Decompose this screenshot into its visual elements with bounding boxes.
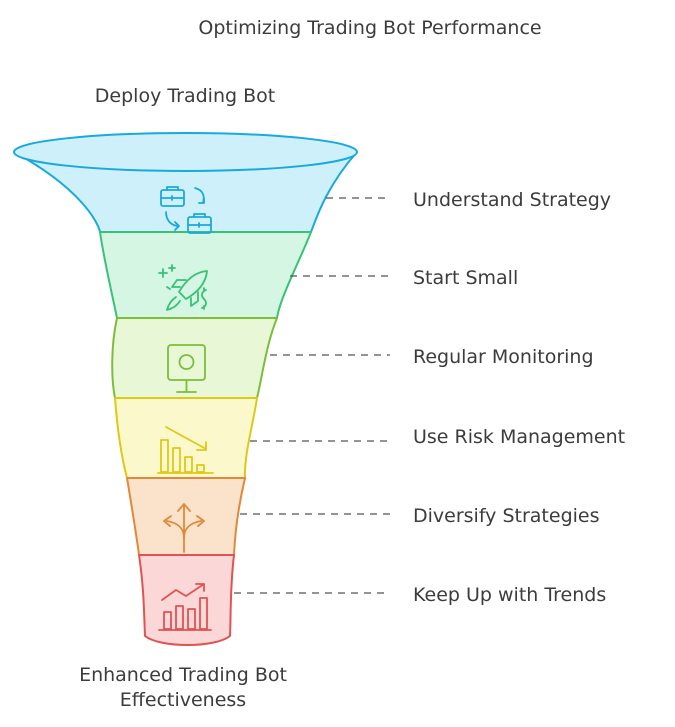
stage-labels: Understand Strategy Start Small Regular …: [413, 189, 625, 606]
funnel-bottom-label: Enhanced Trading Bot Effectiveness: [79, 664, 287, 711]
rocket-icon: [158, 264, 208, 311]
rising-chart-icon: [158, 583, 212, 631]
bottom-label-line-1: Enhanced Trading Bot: [79, 664, 287, 686]
stage-label-5: Diversify Strategies: [413, 505, 600, 527]
funnel-band-3: [111, 317, 278, 399]
stage-label-2: Start Small: [413, 267, 518, 289]
declining-chart-icon: [157, 426, 214, 474]
funnel-top-label: Deploy Trading Bot: [95, 85, 275, 107]
stage-connectors: [234, 197, 390, 594]
funnel-band-6: [138, 554, 235, 646]
funnel-rim: [13, 132, 358, 172]
funnel-body: [13, 132, 358, 646]
stage-label-1: Understand Strategy: [413, 189, 611, 211]
stage-label-6: Keep Up with Trends: [413, 584, 606, 606]
diagram-title: Optimizing Trading Bot Performance: [198, 17, 541, 39]
monitor-icon: [167, 344, 206, 393]
funnel-band-5: [126, 477, 246, 556]
split-arrows-icon: [163, 503, 205, 553]
bottom-label-line-2: Effectiveness: [120, 689, 246, 711]
stage-label-3: Regular Monitoring: [413, 346, 594, 368]
stage-icons: [157, 186, 214, 631]
briefcase-swap-icon: [160, 186, 212, 234]
stage-label-4: Use Risk Management: [413, 426, 625, 448]
